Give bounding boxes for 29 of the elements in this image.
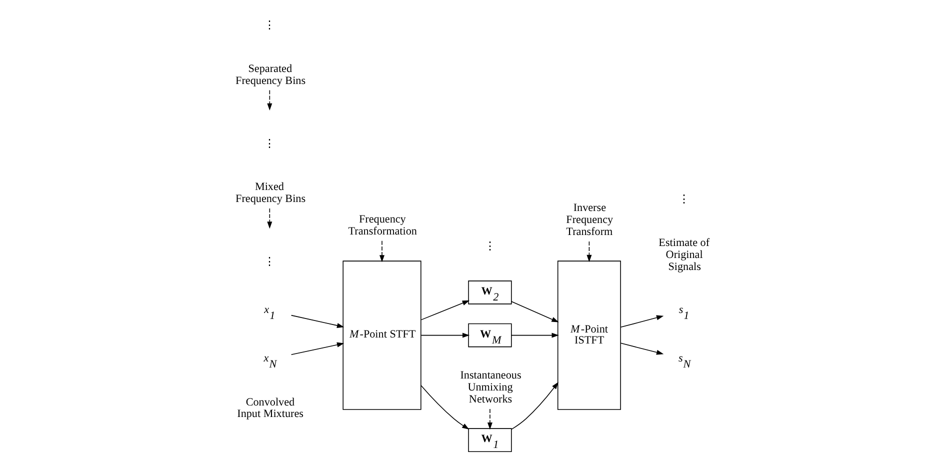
arrow: [266, 90, 272, 110]
label: ⋮: [264, 20, 275, 32]
node-text: Instantaneous Unmixing Networks: [460, 370, 521, 406]
arrow: [420, 332, 470, 338]
arrow: [420, 384, 469, 430]
arrow: [510, 332, 558, 338]
node-box: M-Point ISTFT: [556, 260, 620, 410]
node-text: Inverse Frequency Transform: [566, 202, 613, 238]
arrow: [266, 208, 272, 229]
arrow: [486, 408, 492, 430]
label: Convolved Input Mixtures: [236, 396, 303, 420]
node-text: Separated Frequency Bins: [235, 62, 306, 87]
arrow: [510, 301, 558, 322]
label: Estimate of Original Signals: [658, 237, 710, 273]
arrow: [586, 241, 592, 262]
arrow: [290, 314, 344, 328]
arrow: [420, 300, 470, 320]
arrow: [620, 315, 664, 328]
arrow: [620, 342, 664, 355]
label: ⋮: [264, 138, 275, 150]
arrow: [290, 342, 344, 356]
node-text: Frequency Transformation: [348, 214, 416, 238]
node-box: M-Point STFT: [342, 260, 421, 410]
label: ⋮: [484, 240, 495, 252]
node-text: Mixed Frequency Bins: [235, 181, 306, 206]
label: ⋮: [264, 256, 275, 268]
arrow: [510, 382, 558, 430]
arrow: [379, 240, 384, 262]
label: ⋮: [678, 193, 690, 206]
